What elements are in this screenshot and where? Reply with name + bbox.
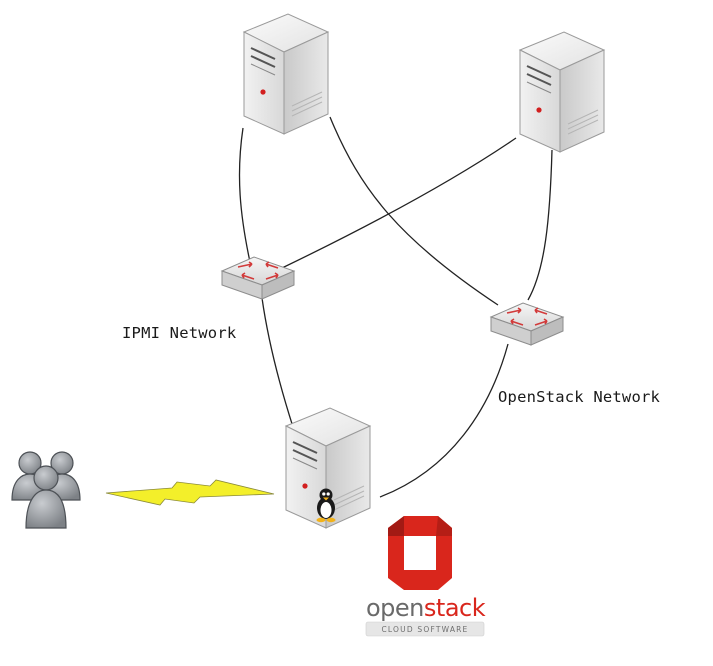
cable-server1-ipmi-switch (238, 127, 251, 263)
users-group-icon (11, 451, 81, 529)
cable-openstack-switch-controller (379, 343, 509, 498)
server-top-left (243, 13, 329, 135)
switch-openstack-network (490, 302, 564, 346)
server-top-right (519, 31, 605, 153)
cable-ipmi-switch-controller (261, 297, 294, 428)
openstack-logo-wordmark: openstack (366, 594, 486, 622)
openstack-logo-tagline: CLOUD SOFTWARE (381, 625, 468, 634)
switch-ipmi-network (221, 256, 295, 300)
openstack-logo-mark (388, 516, 452, 590)
cable-server2-ipmi-switch (281, 137, 517, 269)
cable-server1-openstack-switch (329, 116, 499, 306)
openstack-logo-tagline-bar (365, 621, 485, 637)
cable-server2-openstack-switch (527, 149, 553, 301)
openstack-network-label: OpenStack Network (498, 388, 661, 406)
cables (238, 116, 553, 498)
ipmi-network-label: IPMI Network (122, 324, 237, 342)
openstack-logo: openstack CLOUD SOFTWARE (365, 516, 486, 637)
wireless-link-lightning (105, 479, 275, 506)
linux-tux-icon (316, 488, 336, 523)
